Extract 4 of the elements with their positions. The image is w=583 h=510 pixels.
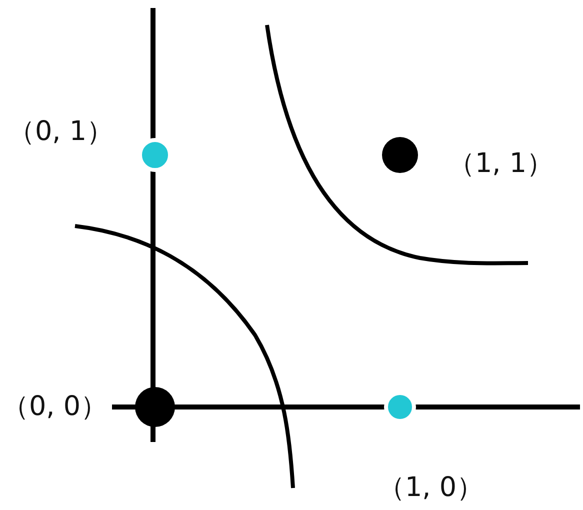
coordinate-label: （0, 1） [8, 118, 114, 145]
coordinate-label: （1, 0） [378, 474, 484, 501]
coordinate-label: （1, 1） [448, 150, 554, 177]
coordinate-label: （0, 0） [2, 393, 108, 420]
